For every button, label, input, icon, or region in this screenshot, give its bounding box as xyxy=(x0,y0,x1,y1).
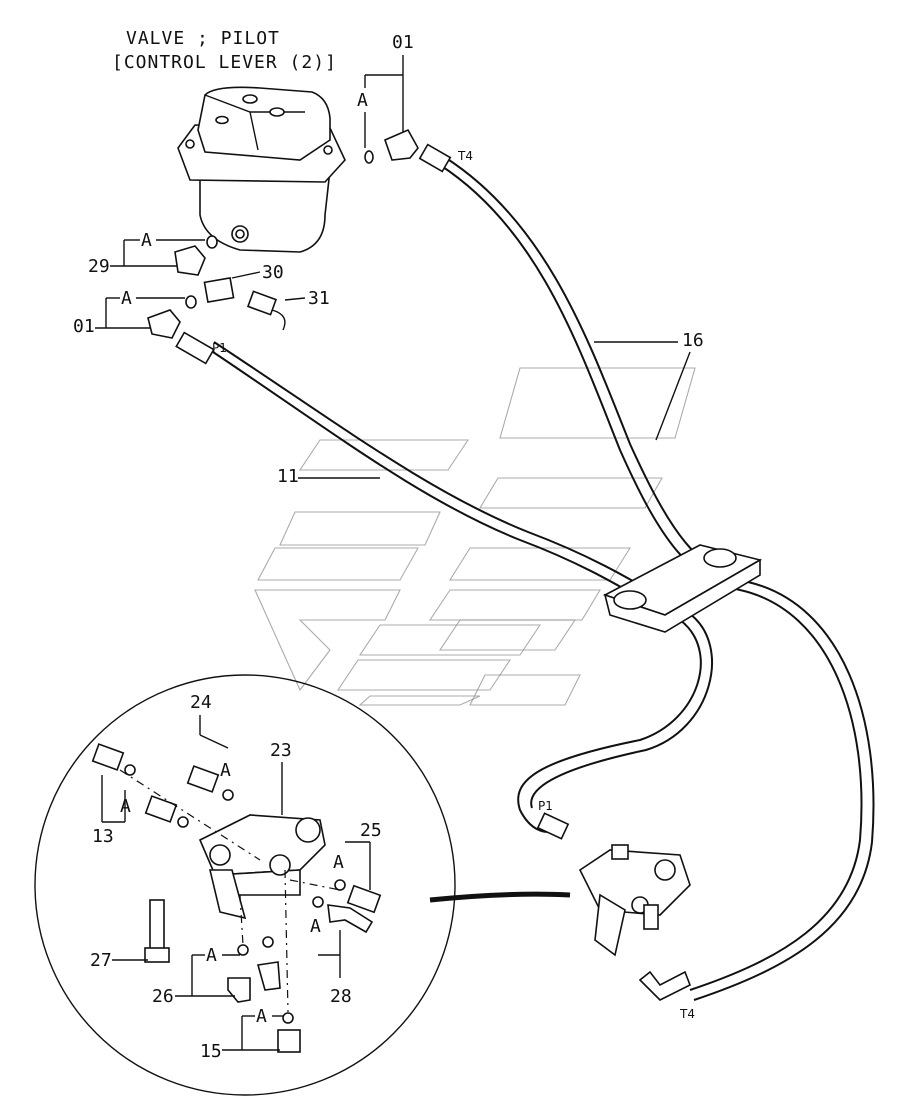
label-a-29: A xyxy=(141,230,152,251)
label-13: 13 xyxy=(92,826,114,847)
watermark-logo xyxy=(254,367,696,706)
label-16: 16 xyxy=(682,330,704,351)
pilot-block-small xyxy=(578,844,691,957)
exploded-valve-drawing xyxy=(91,743,382,1053)
pilot-valve-drawing xyxy=(177,86,346,253)
label-01-left: 01 xyxy=(73,316,95,337)
detail-circle xyxy=(34,674,456,1096)
callout-16: 16 xyxy=(594,330,704,441)
callout-26: 26 A xyxy=(152,945,240,1007)
label-t4-top: T4 xyxy=(457,149,473,163)
label-31: 31 xyxy=(308,288,330,309)
label-a-13: A xyxy=(120,796,131,817)
callout-28: 28 A xyxy=(310,916,352,1007)
callout-15: 15 A xyxy=(200,1006,283,1062)
callout-25: 25 A xyxy=(333,820,382,890)
title-line-1: VALVE ; PILOT xyxy=(126,28,280,49)
label-a-28: A xyxy=(310,916,321,937)
title-line-2: [CONTROL LEVER (2)] xyxy=(112,52,337,73)
label-a-26: A xyxy=(206,945,217,966)
detail-leader xyxy=(429,891,571,903)
label-a-01: A xyxy=(121,288,132,309)
label-11: 11 xyxy=(277,466,299,487)
callout-01-top: 01 A xyxy=(357,32,419,164)
label-a-24: A xyxy=(220,760,231,781)
callout-23: 23 xyxy=(270,740,292,815)
label-p1-bottom: P1 xyxy=(538,799,553,813)
label-a-15: A xyxy=(256,1006,267,1027)
label-28: 28 xyxy=(330,986,352,1007)
callout-13: 13 A xyxy=(92,775,131,847)
label-p1-top: P1 xyxy=(212,341,227,355)
label-a-1: A xyxy=(357,90,368,111)
label-24: 24 xyxy=(190,692,212,713)
label-30: 30 xyxy=(262,262,284,283)
callout-31: 31 xyxy=(246,288,330,331)
callout-11: 11 xyxy=(277,466,380,487)
label-01-top: 01 xyxy=(392,32,414,53)
callout-24: 24 A xyxy=(190,692,231,781)
label-25: 25 xyxy=(360,820,382,841)
label-t4-bottom: T4 xyxy=(679,1007,695,1021)
callout-01-left: 01 A xyxy=(73,288,197,339)
label-23: 23 xyxy=(270,740,292,761)
label-a-25: A xyxy=(333,852,344,873)
hose-fittings xyxy=(175,143,692,1001)
callout-27: 27 xyxy=(90,950,148,971)
label-29: 29 xyxy=(88,256,110,277)
callout-29: 29 A xyxy=(88,230,218,277)
label-27: 27 xyxy=(90,950,112,971)
hose-clamp xyxy=(602,544,763,633)
label-26: 26 xyxy=(152,986,174,1007)
label-15: 15 xyxy=(200,1041,222,1062)
callout-30: 30 xyxy=(203,262,284,304)
